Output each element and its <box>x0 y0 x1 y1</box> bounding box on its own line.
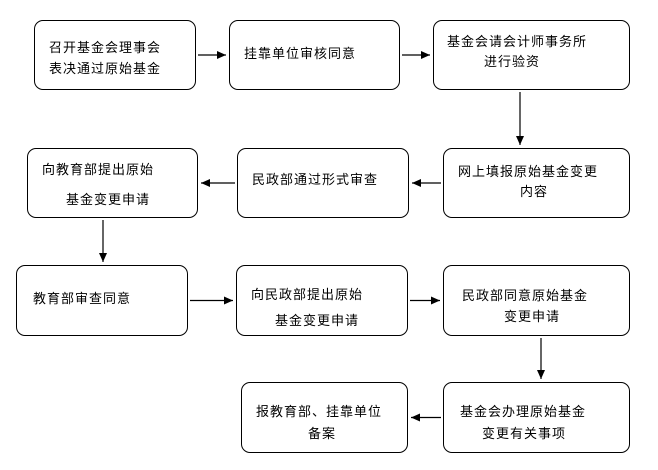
step-sponsor-approval: 挂靠单位审核同意 <box>229 20 400 90</box>
step-line: 民政部通过形式审查 <box>252 173 379 188</box>
step-line: 变更有关事项 <box>482 427 567 442</box>
step-apply-education-ministry: 向教育部提出原始 基金变更申请 <box>27 148 198 218</box>
step-education-ministry-approval: 教育部审查同意 <box>16 265 188 336</box>
step-line: 召开基金会理事会 <box>49 41 162 56</box>
step-board-vote: 召开基金会理事会 表决通过原始基金 <box>34 20 196 90</box>
step-line: 进行验资 <box>484 55 541 70</box>
step-line: 报教育部、挂靠单位 <box>256 405 383 420</box>
step-apply-civil-affairs: 向民政部提出原始 基金变更申请 <box>236 265 408 336</box>
step-line: 民政部同意原始基金 <box>462 289 589 304</box>
step-civil-affairs-approval: 民政部同意原始基金 变更申请 <box>443 265 630 336</box>
step-online-filing: 网上填报原始基金变更 内容 <box>443 148 630 218</box>
step-line: 基金变更申请 <box>66 193 151 208</box>
step-formal-review: 民政部通过形式审查 <box>237 148 409 218</box>
step-capital-verification: 基金会请会计师事务所 进行验资 <box>433 20 630 90</box>
step-line: 备案 <box>308 427 337 442</box>
step-line: 变更申请 <box>504 310 561 325</box>
step-line: 网上填报原始基金变更 <box>458 165 599 180</box>
step-line: 基金会请会计师事务所 <box>447 35 588 50</box>
step-line: 向教育部提出原始 <box>42 163 155 178</box>
step-line: 挂靠单位审核同意 <box>244 47 357 62</box>
step-line: 基金变更申请 <box>275 314 360 329</box>
step-report-filing: 报教育部、挂靠单位 备案 <box>241 382 408 453</box>
step-line: 表决通过原始基金 <box>49 62 162 77</box>
step-process-change: 基金会办理原始基金 变更有关事项 <box>443 382 630 453</box>
step-line: 基金会办理原始基金 <box>460 405 587 420</box>
step-line: 内容 <box>520 185 549 200</box>
step-line: 向民政部提出原始 <box>251 288 364 303</box>
step-line: 教育部审查同意 <box>33 292 132 307</box>
